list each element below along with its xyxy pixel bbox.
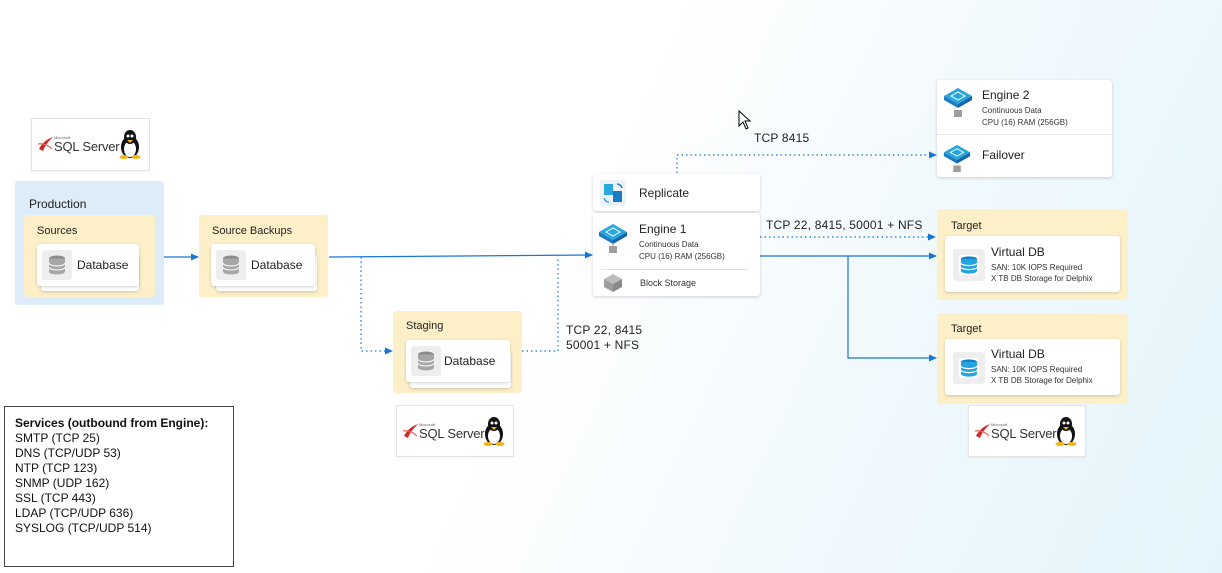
replicate-label: Replicate — [639, 186, 690, 200]
target-group-2: Target Virtual DB SAN: 10K IOPS Required… — [937, 313, 1128, 404]
divider — [601, 269, 748, 270]
microsoft-text: Microsoft — [419, 422, 436, 427]
service-item: SMTP (TCP 25) — [15, 431, 100, 445]
failover-label: Failover — [982, 148, 1025, 162]
service-item: LDAP (TCP/UDP 636) — [15, 506, 134, 520]
sources-title: Sources — [37, 225, 78, 237]
mouse-cursor-icon — [738, 110, 752, 130]
virtual-db-title: Virtual DB — [991, 347, 1045, 361]
backups-database-card[interactable]: Database — [211, 244, 315, 286]
edge-label-staging-ports-2: 50001 + NFS — [566, 338, 640, 352]
engine1-title: Engine 1 — [639, 222, 687, 236]
virtual-db-icon — [959, 358, 979, 378]
database-label: Database — [77, 258, 129, 272]
services-box: Services (outbound from Engine): SMTP (T… — [4, 406, 234, 567]
replicate-card[interactable]: Replicate — [593, 174, 760, 211]
sql-server-text: SQL Server — [54, 139, 120, 154]
sql-server-linux-logo: Microsoft SQL Server — [31, 118, 150, 171]
tux-penguin-icon — [119, 130, 141, 159]
microsoft-text: Microsoft — [54, 135, 71, 140]
engine-icon — [944, 88, 972, 117]
engine2-line1: Continuous Data — [982, 106, 1042, 115]
edge-label-tcp-8415: TCP 8415 — [754, 131, 810, 145]
service-item: SNMP (UDP 162) — [15, 476, 110, 490]
staging-group: Staging Database — [393, 311, 522, 393]
service-item: NTP (TCP 123) — [15, 461, 98, 475]
engine1-line2: CPU (16) RAM (256GB) — [639, 252, 725, 261]
tux-penguin-icon — [483, 417, 505, 446]
staging-title: Staging — [406, 320, 444, 332]
virtual-db-line1: SAN: 10K IOPS Required — [991, 365, 1083, 374]
service-item: SSL (TCP 443) — [15, 491, 96, 505]
sources-database-card[interactable]: Database — [37, 244, 139, 286]
replicate-icon — [600, 180, 626, 206]
engine2-card[interactable]: Engine 2 Continuous Data CPU (16) RAM (2… — [937, 80, 1112, 177]
sql-server-icon — [37, 137, 53, 151]
engine-icon — [599, 224, 627, 253]
service-item: SYSLOG (TCP/UDP 514) — [15, 521, 152, 535]
source-backups-title: Source Backups — [212, 225, 293, 237]
edge-staging-to-engine1 — [522, 257, 559, 352]
sql-server-icon — [402, 424, 418, 438]
edge-backups-to-engine1 — [328, 251, 593, 259]
target-group-1: Target Virtual DB SAN: 10K IOPS Required… — [937, 209, 1128, 300]
sql-server-linux-logo: Microsoft SQL Server — [968, 405, 1086, 457]
sql-server-text: SQL Server — [991, 426, 1057, 441]
tux-penguin-icon — [1055, 417, 1077, 446]
block-storage-icon — [604, 274, 622, 292]
block-storage-label: Block Storage — [640, 278, 697, 288]
database-icon — [417, 351, 435, 371]
engine1-line1: Continuous Data — [639, 240, 699, 249]
edge-label-staging-ports-1: TCP 22, 8415 — [566, 323, 643, 337]
failover-engine-icon — [943, 144, 971, 173]
sql-server-linux-logo: Microsoft SQL Server — [396, 405, 514, 457]
virtual-db-line2: X TB DB Storage for Delphix — [991, 274, 1093, 283]
edge-label-target-ports: TCP 22, 8415, 50001 + NFS — [766, 218, 923, 232]
services-title: Services (outbound from Engine): — [15, 416, 209, 430]
microsoft-text: Microsoft — [991, 422, 1008, 427]
database-icon — [222, 255, 240, 275]
production-group: Production Sources Database — [15, 181, 164, 305]
virtual-db-card[interactable]: Virtual DB SAN: 10K IOPS Required X TB D… — [945, 339, 1120, 395]
source-backups-group: Source Backups Database — [199, 215, 328, 297]
virtual-db-title: Virtual DB — [991, 245, 1045, 259]
database-icon — [48, 255, 66, 275]
target-title: Target — [951, 220, 982, 232]
database-label: Database — [251, 258, 303, 272]
production-title: Production — [29, 197, 87, 211]
database-label: Database — [444, 354, 496, 368]
staging-database-card[interactable]: Database — [406, 340, 510, 382]
engine1-card[interactable]: Engine 1 Continuous Data CPU (16) RAM (2… — [593, 213, 760, 296]
virtual-db-line1: SAN: 10K IOPS Required — [991, 263, 1083, 272]
edge-backups-to-staging — [360, 257, 393, 355]
edge-engine1-to-failover — [676, 151, 937, 173]
target-title: Target — [951, 323, 982, 335]
service-item: DNS (TCP/UDP 53) — [15, 446, 121, 460]
virtual-db-card[interactable]: Virtual DB SAN: 10K IOPS Required X TB D… — [945, 236, 1120, 292]
engine2-line2: CPU (16) RAM (256GB) — [982, 118, 1068, 127]
virtual-db-line2: X TB DB Storage for Delphix — [991, 376, 1093, 385]
sql-server-text: SQL Server — [419, 426, 485, 441]
divider — [937, 134, 1112, 135]
sql-server-icon — [974, 424, 990, 438]
sources-group: Sources Database — [24, 215, 155, 297]
virtual-db-icon — [959, 255, 979, 275]
edge-engine1-to-vdb2 — [847, 256, 937, 362]
engine2-title: Engine 2 — [982, 88, 1030, 102]
